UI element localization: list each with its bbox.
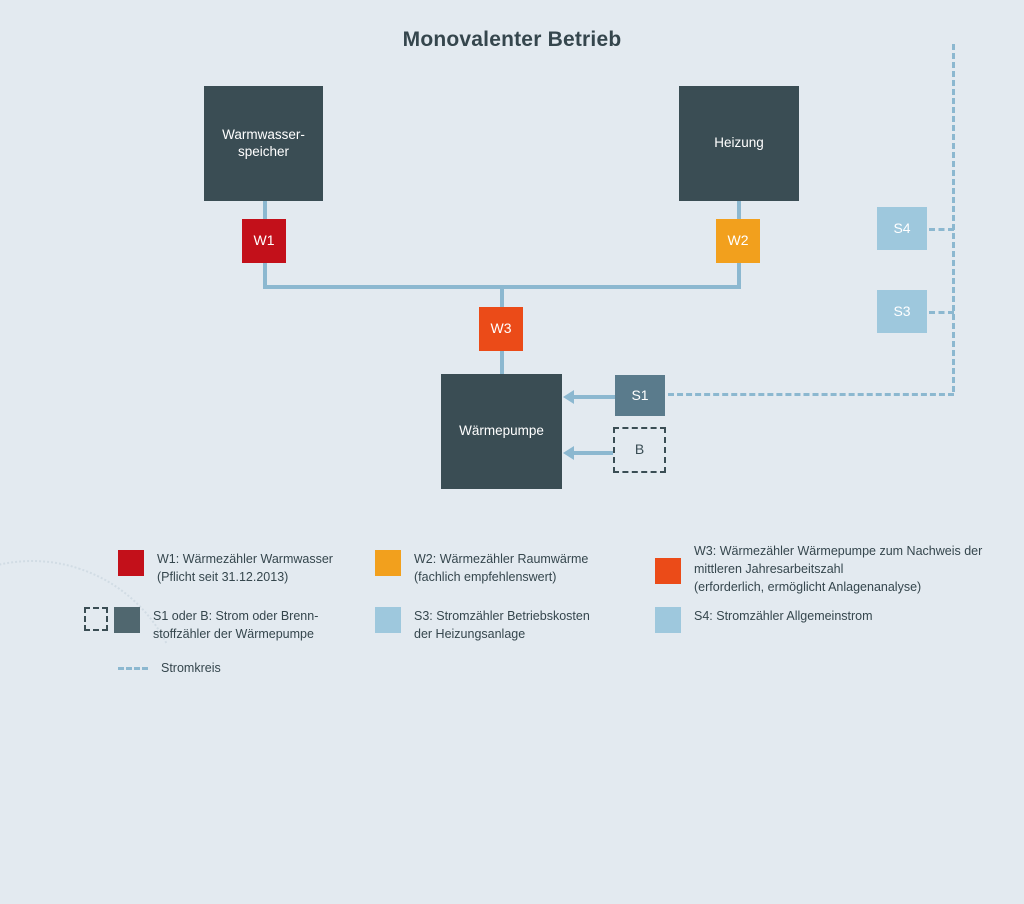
- connector-heizung-w2: [737, 200, 741, 220]
- legend-label-w2: W2: Wärmezähler Raumwärme (fachlich empf…: [414, 552, 589, 585]
- legend-label-s1-b: S1 oder B: Strom oder Brenn- stoffzähler…: [153, 609, 319, 642]
- connector-speicher-w1: [263, 200, 267, 220]
- stromkreis-vertical-line: [952, 44, 955, 392]
- node-s3-label: S3: [893, 302, 911, 319]
- connector-w1-bus: [263, 261, 267, 287]
- connector-b-waermepumpe: [571, 451, 613, 455]
- node-b-label: B: [634, 441, 645, 458]
- node-w2-label: W2: [727, 232, 749, 249]
- legend: W1: Wärmezähler Warmwasser (Pflicht seit…: [0, 528, 1024, 704]
- node-warmwasserspeicher[interactable]: Warmwasser- speicher: [204, 86, 323, 201]
- legend-item-s1-b: S1 oder B: Strom oder Brenn- stoffzähler…: [84, 607, 374, 643]
- node-waermepumpe[interactable]: Wärmepumpe: [441, 374, 562, 489]
- legend-item-s4: S4: Stromzähler Allgemeinstrom: [655, 607, 975, 633]
- legend-swatch-stromkreis-dashed-line: [118, 655, 148, 681]
- connector-w2-bus: [737, 261, 741, 287]
- legend-label-stromkreis: Stromkreis: [161, 660, 221, 675]
- arrow-head-b: [563, 446, 574, 460]
- node-w3-meter[interactable]: W3: [479, 307, 523, 351]
- legend-label-w3: W3: Wärmezähler Wärmepumpe zum Nachweis …: [694, 544, 983, 595]
- stromkreis-branch-s3: [929, 311, 954, 314]
- legend-label-s4: S4: Stromzähler Allgemeinstrom: [694, 609, 873, 623]
- legend-swatch-s1: [114, 607, 140, 633]
- node-waermepumpe-label: Wärmepumpe: [459, 423, 544, 439]
- legend-swatch-w3: [655, 558, 681, 584]
- node-s1-meter[interactable]: S1: [615, 375, 665, 416]
- connector-w3-waermepumpe: [500, 349, 504, 375]
- legend-swatch-b-dashed: [84, 607, 108, 631]
- legend-swatch-s4: [655, 607, 681, 633]
- node-warmwasserspeicher-label: Warmwasser- speicher: [222, 126, 305, 159]
- node-w2-meter[interactable]: W2: [716, 219, 760, 263]
- node-s4-meter[interactable]: S4: [877, 207, 927, 250]
- connector-bus-w3: [500, 285, 504, 308]
- connector-s1-waermepumpe: [571, 395, 615, 399]
- arrow-head-s1: [563, 390, 574, 404]
- node-s3-meter[interactable]: S3: [877, 290, 927, 333]
- legend-item-w3: W3: Wärmezähler Wärmepumpe zum Nachweis …: [655, 542, 1020, 596]
- legend-swatch-w2: [375, 550, 401, 576]
- legend-item-w2: W2: Wärmezähler Raumwärme (fachlich empf…: [375, 550, 630, 586]
- legend-swatch-w1: [118, 550, 144, 576]
- node-w3-label: W3: [490, 320, 512, 337]
- page-title: Monovalenter Betrieb: [402, 28, 622, 51]
- legend-swatch-s3: [375, 607, 401, 633]
- stromkreis-horizontal-line: [668, 393, 954, 396]
- node-heizung-label: Heizung: [714, 135, 764, 151]
- node-heizung[interactable]: Heizung: [679, 86, 799, 201]
- node-w1-meter[interactable]: W1: [242, 219, 286, 263]
- legend-label-s3: S3: Stromzähler Betriebskosten der Heizu…: [414, 609, 590, 642]
- node-s1-label: S1: [631, 386, 649, 403]
- node-b-meter[interactable]: B: [613, 427, 666, 473]
- stromkreis-branch-s4: [929, 228, 954, 231]
- node-w1-label: W1: [253, 232, 275, 249]
- node-s4-label: S4: [893, 219, 911, 236]
- legend-item-stromkreis: Stromkreis: [118, 655, 348, 681]
- legend-item-w1: W1: Wärmezähler Warmwasser (Pflicht seit…: [118, 550, 368, 586]
- diagram-canvas: Monovalenter Betrieb Warmwasser- speiche…: [0, 28, 1024, 904]
- legend-item-s3: S3: Stromzähler Betriebskosten der Heizu…: [375, 607, 630, 643]
- legend-label-w1: W1: Wärmezähler Warmwasser (Pflicht seit…: [157, 552, 333, 585]
